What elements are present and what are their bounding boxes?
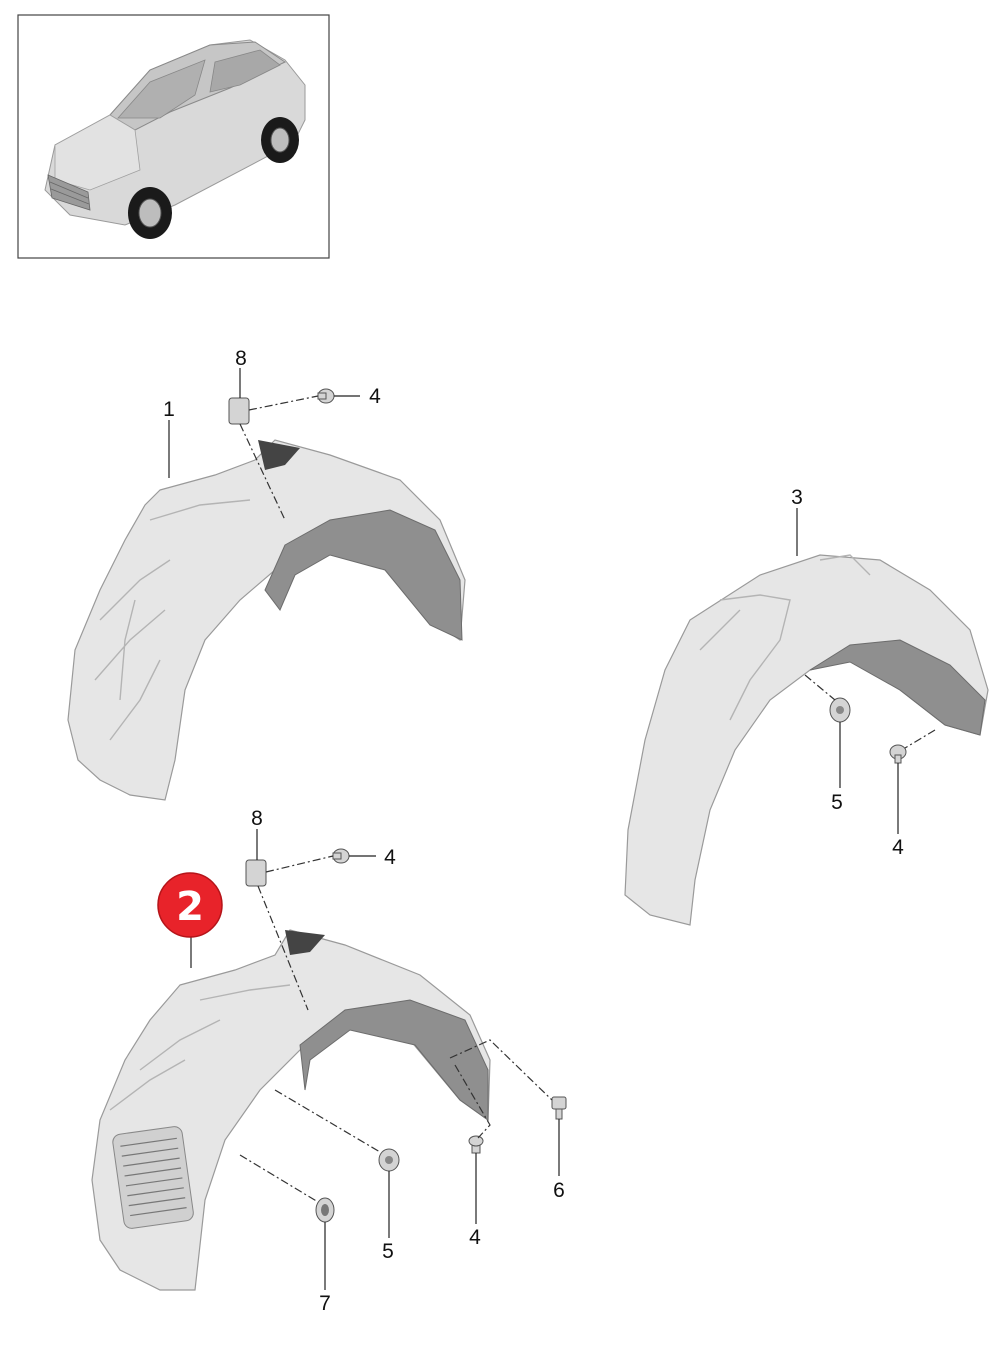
callout-8-upper: 8	[235, 347, 247, 370]
vehicle-thumbnail	[17, 14, 330, 259]
assembly-line	[239, 1154, 319, 1203]
badge-circle	[157, 872, 223, 938]
assembly-line	[239, 423, 286, 521]
wheel-housing-liner-2	[91, 929, 491, 1291]
callout-1: 1	[163, 398, 175, 421]
callout-8-lower: 8	[251, 807, 263, 830]
rivet-5-lower-icon	[378, 1148, 400, 1172]
callout-7: 7	[319, 1292, 331, 1315]
clip-nut-8-upper-icon	[228, 397, 250, 425]
callout-5-lower: 5	[382, 1240, 394, 1263]
callout-4-mid: 4	[469, 1226, 481, 1249]
assembly-line	[804, 674, 836, 701]
callout-4-lower: 4	[384, 846, 396, 869]
assembly-line	[257, 885, 309, 1011]
callout-2-badge: 2	[157, 872, 223, 938]
screw-4-lower-icon	[332, 848, 350, 864]
callout-3: 3	[791, 486, 803, 509]
grommet-7-icon	[315, 1197, 335, 1223]
assembly-line	[265, 855, 334, 873]
callout-4-upper: 4	[369, 385, 381, 408]
callout-6: 6	[553, 1179, 565, 1202]
callout-4-right: 4	[892, 836, 904, 859]
clip-nut-8-lower-icon	[245, 859, 267, 887]
screw-4-mid-icon	[468, 1135, 484, 1154]
callout-5-right: 5	[831, 791, 843, 814]
assembly-line	[449, 1039, 553, 1101]
rivet-5-right-icon	[829, 697, 851, 723]
pin-6-icon	[551, 1096, 567, 1120]
callout-2: 2	[176, 884, 204, 930]
assembly-line	[248, 395, 319, 411]
screw-4-right-icon	[889, 744, 907, 764]
car-suv-icon	[44, 39, 306, 239]
screw-4-upper-icon	[317, 388, 335, 404]
wheel-housing-liner-1	[67, 439, 466, 801]
wheel-housing-liner-3	[624, 554, 989, 926]
assembly-line	[274, 1089, 381, 1153]
assembly-line	[454, 1064, 491, 1139]
assembly-line	[904, 729, 936, 749]
